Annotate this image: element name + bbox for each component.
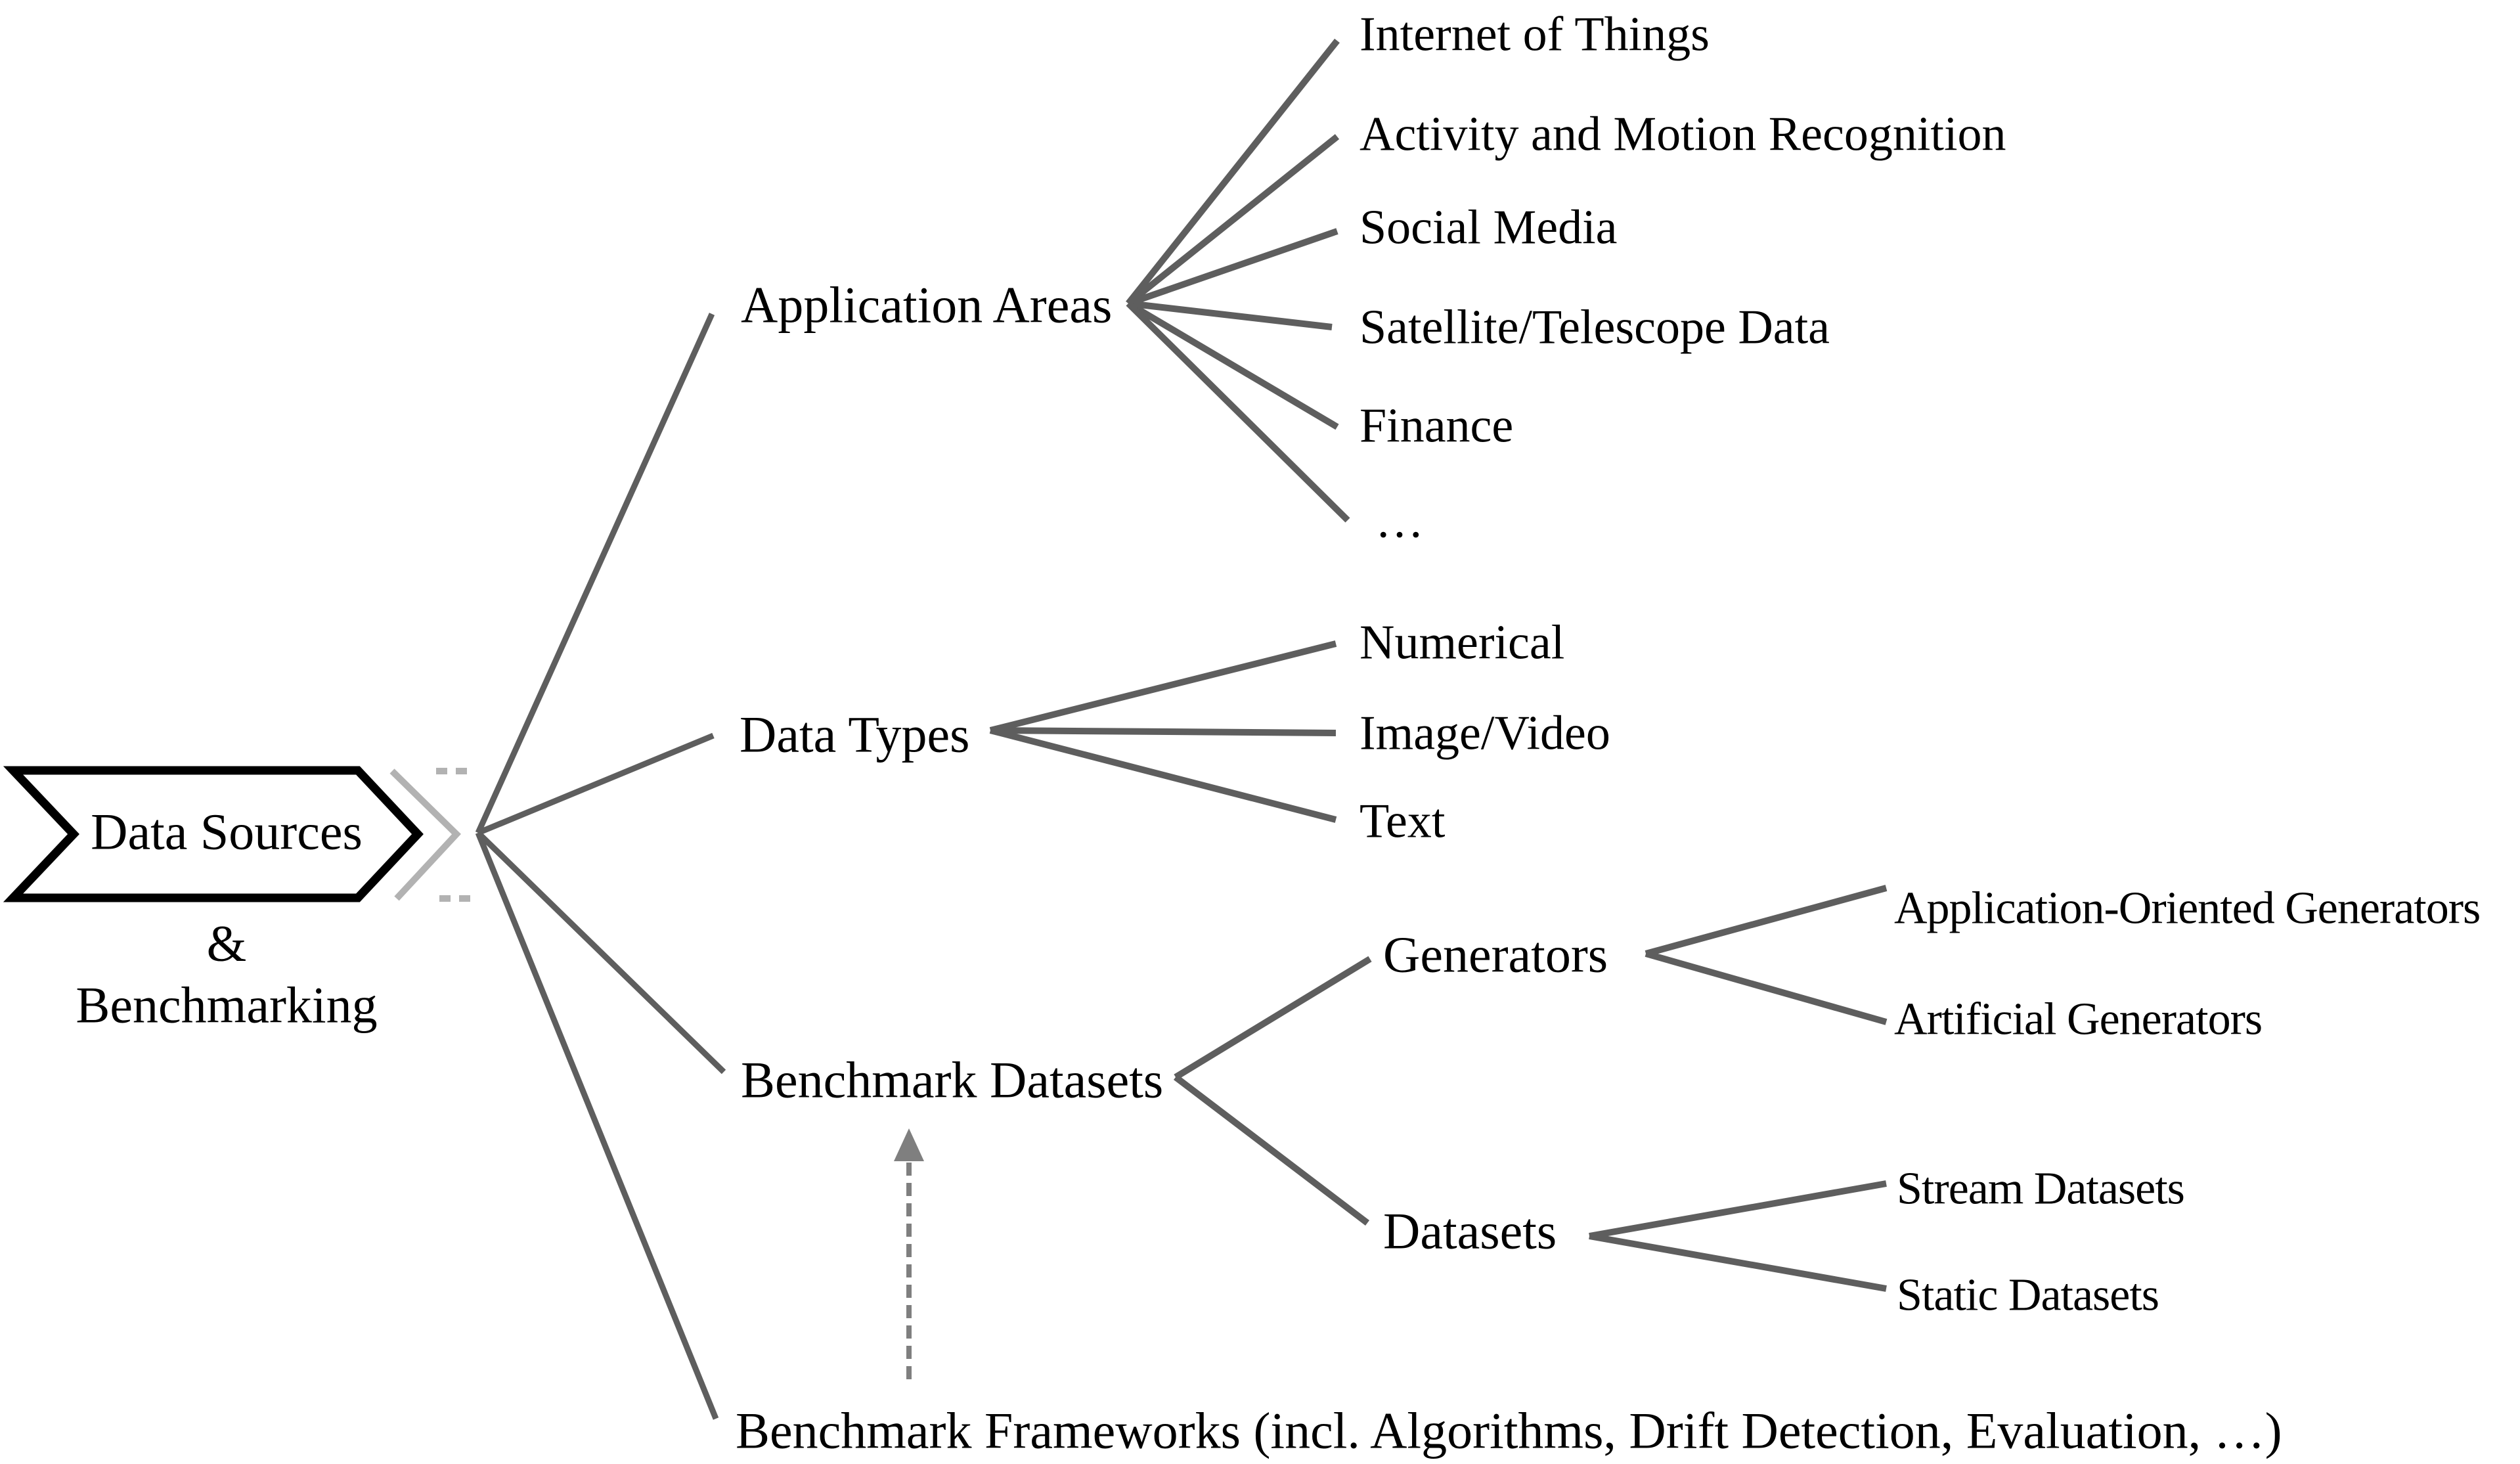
application-areas-branch-lines (1126, 38, 1350, 523)
datasets-branch-lines (1589, 1180, 1887, 1292)
root-branch-lines (475, 313, 726, 1420)
leaf-static-datasets: Static Datasets (1897, 1270, 2159, 1321)
node-generators: Generators (1383, 925, 1608, 983)
leaf-activity-motion: Activity and Motion Recognition (1359, 107, 2006, 162)
generators-branch-lines (1645, 885, 1888, 1025)
node-datasets: Datasets (1383, 1202, 1557, 1260)
branch-data-types: Data Types (740, 705, 970, 763)
data-sources-banner (3, 766, 424, 902)
root-caption-benchmarking: Benchmarking (76, 976, 378, 1034)
leaf-finance: Finance (1359, 399, 1514, 453)
branch-application-areas: Application Areas (741, 276, 1113, 334)
leaf-numerical: Numerical (1359, 615, 1565, 670)
root-caption-ampersand: & (206, 914, 247, 972)
benchmark-datasets-branch-lines (1173, 956, 1372, 1226)
leaf-internet-of-things: Internet of Things (1359, 7, 1710, 62)
leaf-text: Text (1359, 794, 1446, 849)
dashed-up-arrow (894, 1128, 924, 1379)
leaf-application-ellipsis: … (1375, 494, 1424, 548)
data-types-branch-lines (989, 640, 1337, 823)
leaf-satellite-telescope: Satellite/Telescope Data (1359, 300, 1830, 355)
branch-benchmark-datasets: Benchmark Datasets (741, 1051, 1164, 1109)
leaf-social-media: Social Media (1359, 200, 1618, 255)
data-sources-banner-label: Data Sources (91, 803, 363, 860)
leaf-image-video: Image/Video (1359, 706, 1610, 761)
leaf-artificial-generators: Artificial Generators (1894, 994, 2263, 1045)
expander-chevron-icon (389, 768, 470, 902)
leaf-stream-datasets: Stream Datasets (1897, 1163, 2185, 1214)
leaf-application-oriented-generators: Application-Oriented Generators (1894, 883, 2481, 934)
branch-benchmark-frameworks: Benchmark Frameworks (incl. Algorithms, … (736, 1402, 2282, 1459)
